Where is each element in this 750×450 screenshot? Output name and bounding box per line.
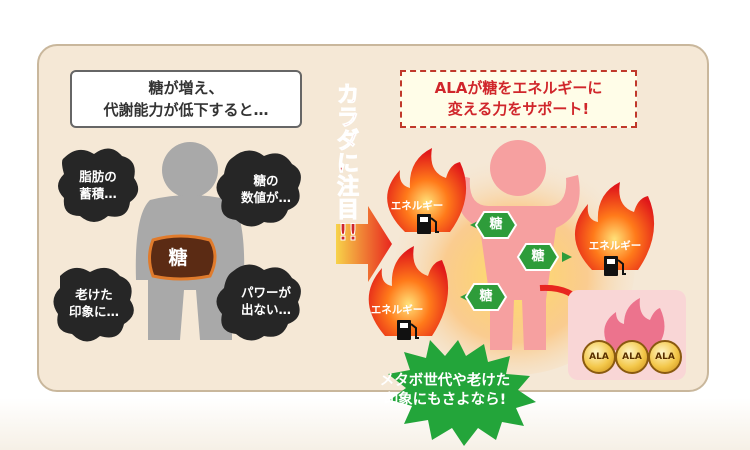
vertical-char: ラ	[337, 106, 359, 131]
dark-blobs	[53, 148, 301, 342]
flame-bottom-left	[368, 246, 449, 336]
sugar-arrows	[460, 211, 572, 311]
vertical-char: に	[337, 152, 359, 177]
ala-coin-1: ALA	[582, 340, 616, 374]
blob-fat: 脂肪の蓄積…	[79, 169, 117, 201]
sugar-arrow-label-1: 糖	[489, 217, 503, 232]
flame-label-3: エネルギー	[588, 240, 642, 252]
blob-power: パワーが出ない…	[240, 285, 291, 317]
flame-label-1: エネルギー	[390, 200, 444, 212]
flame-label-2: エネルギー	[370, 304, 424, 316]
vertical-char: !!	[338, 221, 358, 246]
speech-box: 糖が増え、 代謝能力が低下すると…	[70, 70, 302, 128]
support-line-2: 変える力をサポート!	[447, 100, 590, 118]
big-arrow	[336, 206, 392, 282]
sugar-arrow-label-2: 糖	[479, 289, 493, 304]
vertical-char: ダ	[337, 128, 359, 154]
support-line-1: ALAが糖をエネルギーに	[434, 79, 603, 97]
vertical-char: カ	[337, 83, 359, 108]
blob-sugar-level: 糖の数値が…	[240, 173, 291, 205]
burst-line-1: メタボ世代や老けた	[379, 373, 511, 389]
speech-line-2: 代謝能力が低下すると…	[103, 101, 269, 119]
bottom-fade	[0, 398, 750, 450]
belly-sugar-label: 糖	[168, 247, 188, 269]
sugar-arrow-label-3: 糖	[531, 249, 545, 264]
flame-right	[574, 182, 655, 270]
green-burst	[388, 340, 536, 446]
burst-text: メタボ世代や老けた 印象にもさよなら!	[350, 372, 540, 410]
ala-coin-2: ALA	[615, 340, 649, 374]
sugar-patch	[148, 234, 217, 281]
speech-line-1: 糖が増え、	[148, 79, 224, 97]
flame-top-left	[387, 148, 467, 232]
fuel-pump-icons	[397, 214, 626, 340]
vertical-char: 注	[337, 174, 359, 200]
support-box: ALAが糖をエネルギーに 変える力をサポート!	[400, 70, 637, 128]
blob-aging: 老けた印象に…	[68, 287, 119, 319]
burst-line-2: 印象にもさよなら!	[383, 392, 507, 408]
ala-coin-3: ALA	[648, 340, 682, 374]
vertical-char: 目	[337, 198, 359, 223]
